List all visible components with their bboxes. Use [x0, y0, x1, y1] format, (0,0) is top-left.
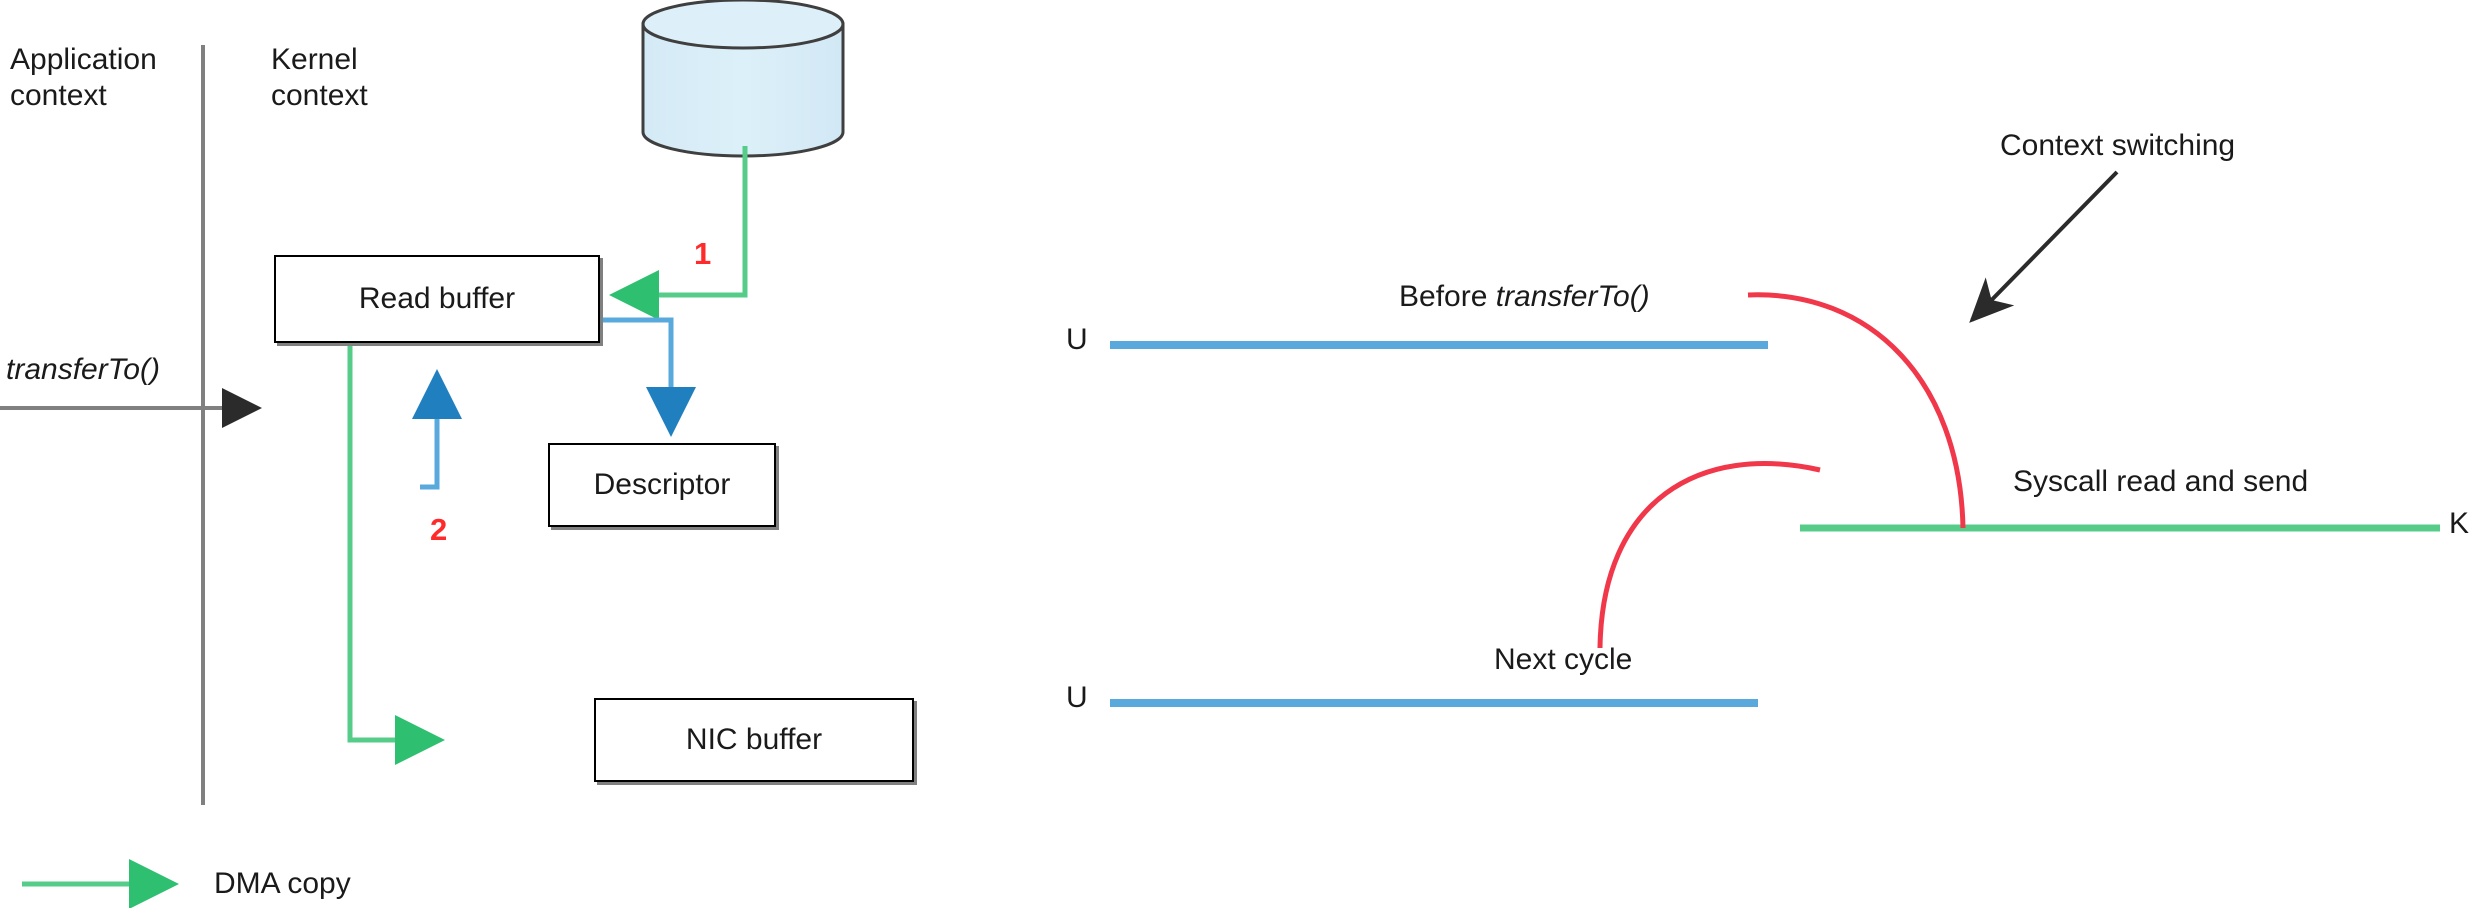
before-transferto-annotation: Before transferTo(): [1399, 279, 1650, 315]
node-read-buffer[interactable]: Read buffer: [274, 255, 600, 343]
user-lane-bottom-label: U: [1066, 681, 1088, 714]
node-descriptor-label: Descriptor: [593, 468, 731, 501]
node-descriptor[interactable]: Descriptor: [548, 443, 776, 527]
user-lane-top-label: U: [1066, 323, 1088, 356]
descriptor-read-arrow: [412, 369, 462, 490]
application-context-label-line2: context: [10, 79, 107, 112]
next-cycle-annotation: Next cycle: [1494, 643, 1633, 676]
before-transferto-emphasis: transferTo(): [1495, 280, 1650, 313]
descriptor-write-arrow: [600, 317, 696, 437]
kernel-lane-label: K: [2449, 507, 2470, 540]
step-1-marker: 1: [694, 236, 712, 271]
context-switching-pointer-arrow: [1969, 170, 2119, 323]
context-switch-arc-up: [1597, 461, 1821, 649]
node-nic-buffer-label: NIC buffer: [685, 723, 823, 756]
syscall-read-send-annotation: Syscall read and send: [2013, 465, 2309, 498]
legend-dma-copy-label: DMA copy: [214, 867, 351, 900]
transferto-entry-label: transferTo(): [6, 353, 160, 386]
context-switching-annotation: Context switching: [2000, 129, 2236, 162]
dma-arrow-disk-to-read-buffer: [609, 146, 748, 320]
kernel-context-label-line2: context: [271, 79, 368, 112]
context-switch-arc-down: [1747, 292, 1966, 529]
dma-arrow-read-buffer-to-nic: [347, 343, 445, 765]
node-nic-buffer[interactable]: NIC buffer: [594, 698, 914, 782]
disk-cylinder-icon: [641, 0, 845, 158]
before-transferto-prefix: Before: [1399, 280, 1496, 313]
application-context-label-line1: Application: [10, 43, 157, 76]
context-divider: [201, 45, 205, 805]
node-read-buffer-label: Read buffer: [358, 282, 516, 315]
step-2-marker: 2: [430, 512, 448, 547]
kernel-context-label-line1: Kernel: [271, 43, 358, 76]
